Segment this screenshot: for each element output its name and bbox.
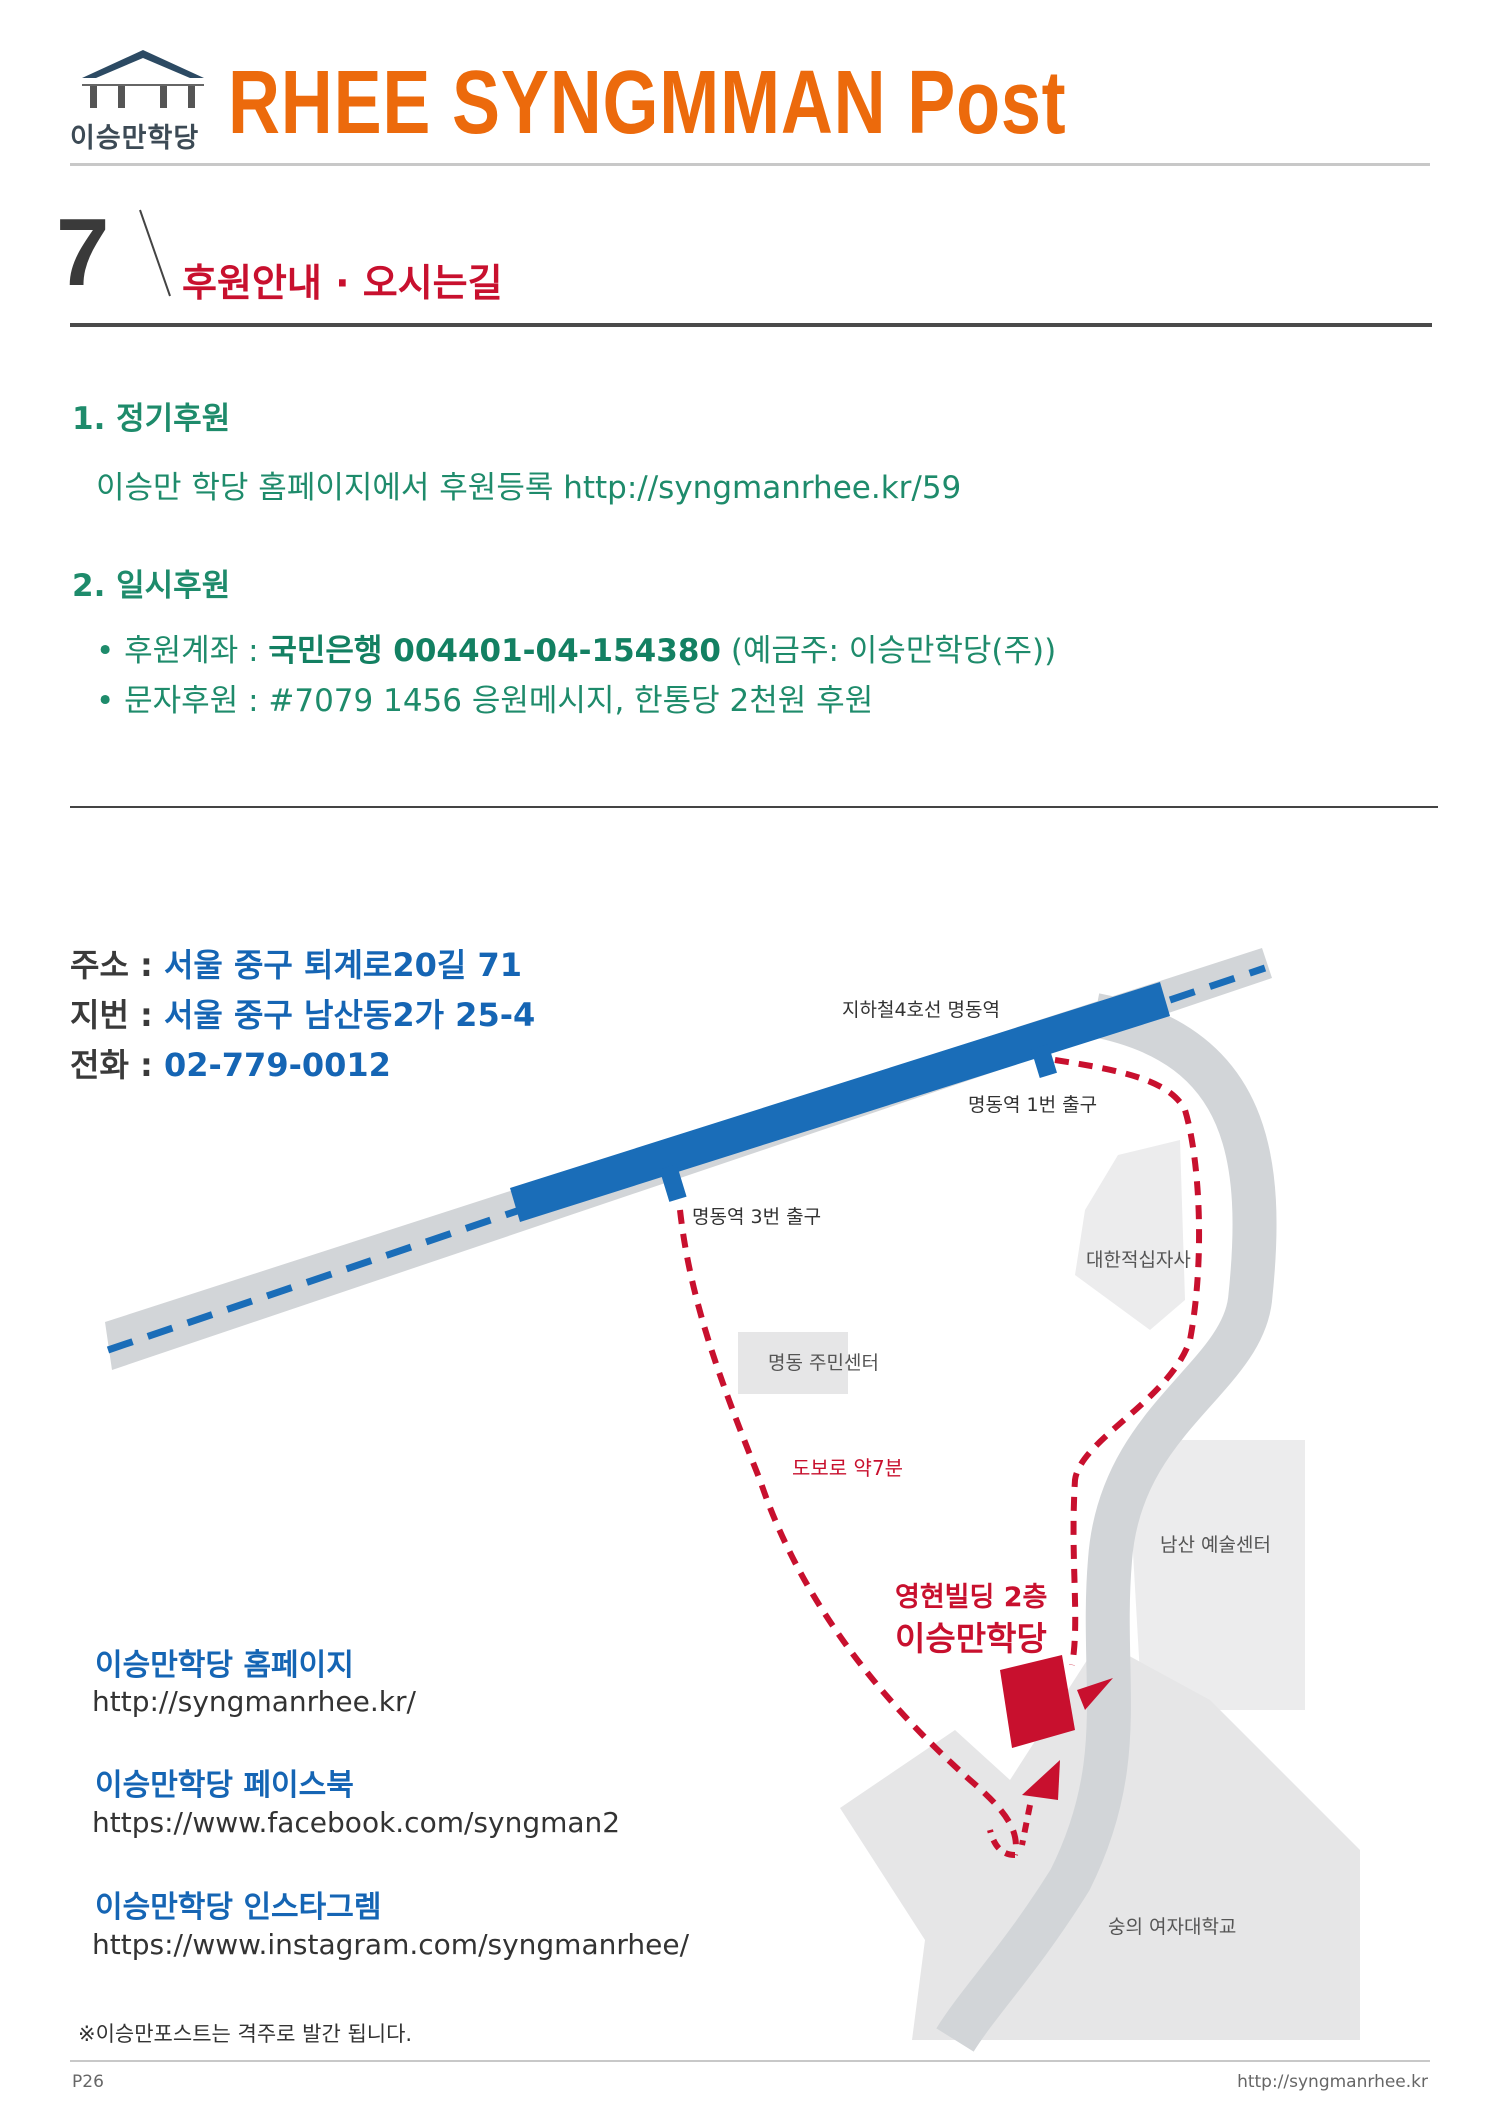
hall-logo-icon — [82, 50, 204, 108]
page-header-title: RHEE SYNGMMAN Post — [228, 53, 1067, 153]
map-label-building-name: 이승만학당 — [895, 1619, 1047, 1658]
account-info: • 후원계좌 : 국민은행 004401-04-154380 (예금주: 이승만… — [96, 625, 1056, 670]
map-block-community-center — [738, 1332, 848, 1394]
sms-support-text: • 문자후원 : #7079 1456 응원메시지, 한통당 2천원 후원 — [96, 683, 874, 719]
homepage-link[interactable]: http://syngmanrhee.kr/ — [92, 1685, 416, 1718]
facebook-link[interactable]: https://www.facebook.com/syngman2 — [92, 1806, 621, 1839]
address-lot-value: 서울 중구 남산동2가 25-4 — [163, 996, 536, 1034]
publication-note: ※이승만포스트는 격주로 발간 됩니다. — [78, 2022, 413, 2046]
section-title: 후원안내 · 오시는길 — [182, 261, 503, 305]
map-label-exit3: 명동역 3번 출구 — [692, 1206, 822, 1228]
subway-dashed-west — [106, 1206, 522, 1354]
arrow-east-icon — [1077, 1678, 1113, 1710]
homepage-link-label: 이승만학당 홈페이지 — [95, 1648, 354, 1683]
map-label-building-floor: 영현빌딩 2층 — [895, 1582, 1048, 1613]
map-road-curve — [936, 993, 1277, 2052]
exit1-stub — [1031, 1044, 1057, 1078]
section-divider — [70, 323, 1432, 327]
address-road-value: 서울 중구 퇴계로20길 71 — [163, 946, 522, 984]
regular-support-text: 이승만 학당 홈페이지에서 후원등록 http://syngmanrhee.kr… — [96, 470, 962, 506]
arrow-south-icon — [1022, 1760, 1060, 1800]
exit3-stub — [659, 1164, 687, 1202]
address-road: 주소 : 서울 중구 퇴계로20길 71 — [70, 946, 522, 984]
phone-value: 02-779-0012 — [163, 1046, 391, 1084]
section-slash-icon — [139, 209, 171, 297]
map-label-redcross: 대한적십자사 — [1086, 1249, 1191, 1271]
map-label-walk-time: 도보로 약7분 — [792, 1456, 904, 1480]
content-divider — [70, 806, 1438, 808]
onetime-support-heading: 2. 일시후원 — [72, 568, 231, 604]
instagram-link-label: 이승만학당 인스타그렘 — [95, 1890, 382, 1925]
facebook-link-label: 이승만학당 페이스북 — [95, 1768, 354, 1803]
footer-divider — [70, 2060, 1430, 2062]
footer-site-link[interactable]: http://syngmanrhee.kr — [1237, 2072, 1428, 2092]
header-divider — [70, 163, 1430, 166]
map-label-subway: 지하철4호선 명동역 — [842, 999, 1000, 1021]
address-lot: 지번 : 서울 중구 남산동2가 25-4 — [70, 996, 536, 1034]
account-prefix: • 후원계좌 : — [96, 633, 269, 669]
map-label-university: 숭의 여자대학교 — [1108, 1916, 1237, 1938]
instagram-link[interactable]: https://www.instagram.com/syngmanrhee/ — [92, 1928, 690, 1961]
logo-text: 이승만학당 — [70, 123, 200, 154]
subway-station-band — [510, 982, 1170, 1222]
page-number: P26 — [72, 2072, 104, 2092]
destination-building — [1000, 1655, 1075, 1748]
address-phone: 전화 : 02-779-0012 — [70, 1046, 391, 1084]
map-label-community-center: 명동 주민센터 — [768, 1352, 879, 1374]
map-block-redcross — [1075, 1140, 1185, 1330]
map-label-exit1: 명동역 1번 출구 — [968, 1094, 1098, 1116]
map-label-art-center: 남산 예술센터 — [1160, 1534, 1271, 1556]
walk-route-exit3 — [677, 1209, 1019, 1856]
section-number: 7 — [56, 199, 110, 306]
account-number: 국민은행 004401-04-154380 — [268, 633, 721, 669]
map-block-art-center — [1130, 1440, 1305, 1710]
regular-support-heading: 1. 정기후원 — [72, 401, 231, 437]
account-holder: (예금주: 이승만학당(주)) — [720, 633, 1057, 669]
subway-dashed-east — [1168, 964, 1267, 1004]
